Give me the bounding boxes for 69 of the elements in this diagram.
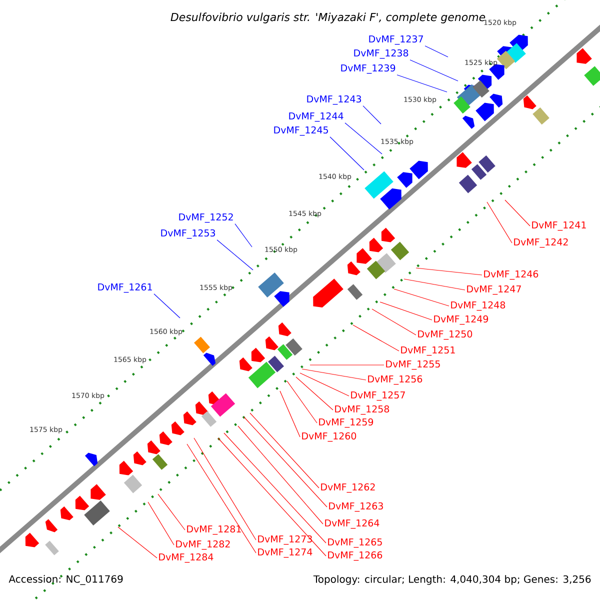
leader-line [244, 416, 328, 508]
leader-line [224, 432, 326, 544]
gene-label: DvMF_1260 [302, 432, 356, 442]
leader-line [186, 444, 256, 554]
leader-line [504, 200, 530, 226]
gene-label: DvMF_1239 [341, 64, 396, 74]
gene-label: DvMF_1243 [307, 95, 362, 105]
leader-line [238, 426, 324, 524]
leader-line [352, 324, 400, 352]
leader-line [362, 106, 382, 124]
leader-line [310, 364, 384, 366]
gene-label: DvMF_1258 [335, 405, 390, 415]
gene-label: DvMF_1241 [532, 221, 586, 231]
gene-label: DvMF_1255 [386, 360, 440, 370]
leader-line [380, 302, 432, 320]
gene-label: DvMF_1248 [451, 301, 506, 311]
leader-line [330, 136, 364, 170]
gene-label: DvMF_1262 [321, 483, 375, 493]
leader-line [280, 390, 300, 438]
leader-line [344, 122, 382, 154]
leader-line [250, 412, 320, 488]
leader-line [296, 376, 334, 410]
gene-label: DvMF_1266 [328, 551, 382, 561]
leader-line [424, 46, 448, 58]
gene-label: DvMF_1261 [98, 283, 152, 293]
leader-line [234, 224, 252, 248]
gene-label: DvMF_1273 [258, 535, 312, 545]
gene-label: DvMF_1251 [401, 346, 455, 356]
gene-label: DvMF_1263 [329, 502, 383, 512]
leader-line [416, 268, 482, 276]
gene-label: DvMF_1259 [319, 418, 374, 428]
gene-label: DvMF_1264 [325, 519, 380, 529]
gene-label: DvMF_1284 [159, 553, 214, 563]
leader-line [410, 60, 458, 82]
gene-label: DvMF_1244 [289, 112, 344, 122]
gene-label: DvMF_1238 [354, 49, 408, 59]
gene-label: DvMF_1256 [368, 375, 422, 385]
leader-line [118, 526, 158, 558]
gene-label: DvMF_1242 [514, 238, 568, 248]
leader-line [218, 438, 326, 556]
leader-line [372, 308, 416, 336]
gene-label: DvMF_1247 [467, 285, 521, 295]
gene-label: DvMF_1281 [187, 525, 241, 535]
leader-line [216, 240, 254, 270]
gene-label: DvMF_1252 [179, 213, 233, 223]
leader-line [396, 74, 448, 92]
leader-line [302, 368, 366, 380]
leader-line [394, 288, 450, 306]
gene-label: DvMF_1249 [434, 315, 488, 325]
leader-line [404, 278, 466, 290]
leader-line [286, 380, 318, 424]
gene-label: DvMF_1245 [274, 126, 328, 136]
gene-label: DvMF_1274 [258, 548, 312, 558]
title: Desulfovibrio vulgaris str. 'Miyazaki F', complete genome [170, 12, 486, 24]
gene-label: DvMF_1237 [369, 35, 423, 45]
genome-info-text: Topology: circular; Length: 4,040,304 bp; Genes: 3,256 [313, 575, 591, 585]
gene-label: DvMF_1253 [161, 229, 216, 239]
leader-line [154, 294, 180, 318]
leader-line [194, 438, 256, 540]
leader-line [148, 502, 174, 546]
gene-label: DvMF_1282 [176, 540, 230, 550]
gene-label: DvMF_1246 [484, 270, 538, 280]
gene-label: DvMF_1250 [418, 330, 472, 340]
leader-line [158, 494, 186, 530]
leader-line [300, 372, 350, 396]
accession-text: Accession: NC_011769 [8, 575, 123, 585]
leader-line [486, 202, 512, 244]
gene-label: DvMF_1265 [328, 538, 382, 548]
gene-label: DvMF_1257 [351, 391, 405, 401]
